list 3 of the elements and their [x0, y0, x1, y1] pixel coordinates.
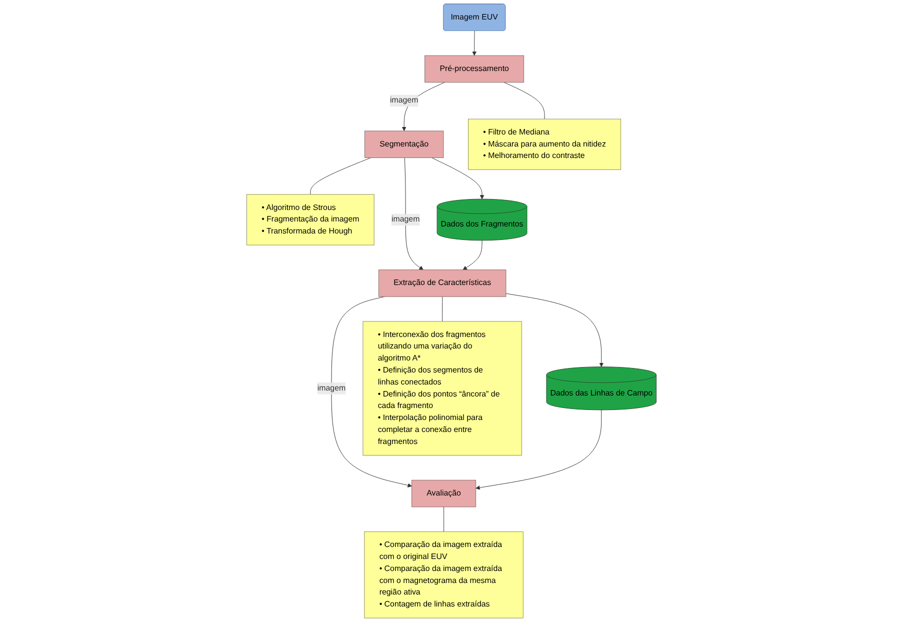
connector — [504, 82, 545, 120]
connector — [310, 157, 372, 195]
connector — [442, 296, 443, 322]
